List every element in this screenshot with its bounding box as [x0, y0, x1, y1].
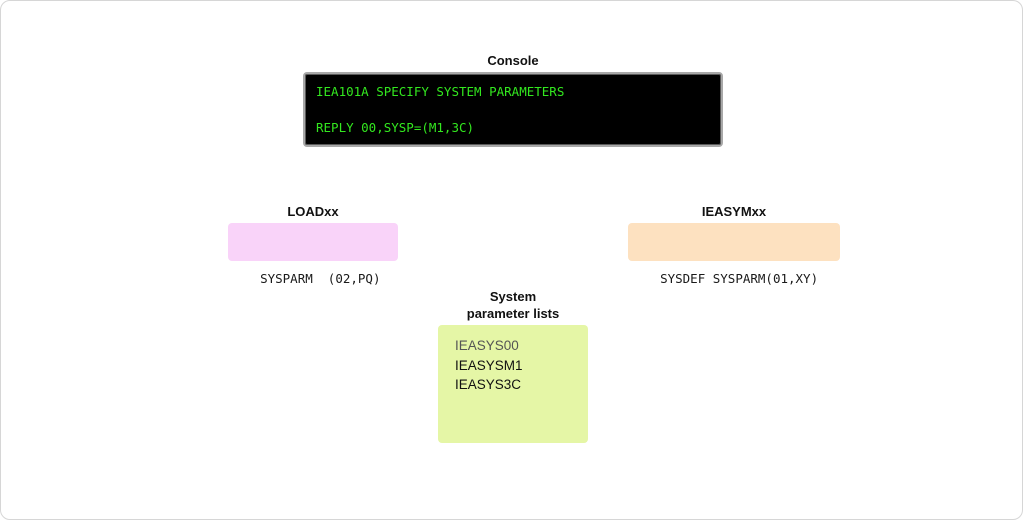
ieasymxx-content: SYSDEF SYSPARM(01,XY): [660, 271, 819, 286]
system-lists-title-line2: parameter lists: [466, 306, 560, 321]
console-screen: IEA101A SPECIFY SYSTEM PARAMETERS REPLY …: [303, 72, 723, 147]
system-lists-box: IEASYS00 IEASYSM1 IEASYS3C: [438, 325, 588, 443]
ieasymxx-box: SYSDEF SYSPARM(01,XY): [628, 223, 840, 286]
console-title: Console: [487, 53, 539, 68]
loadxx-box: SYSPARM (02,PQ): [228, 223, 398, 286]
system-lists-title: System parameter lists: [438, 288, 588, 322]
loadxx-title: LOADxx: [287, 204, 339, 219]
console-line-reply: REPLY 00,SYSP=(M1,3C): [316, 120, 475, 135]
system-list-item: IEASYSM1: [455, 357, 523, 373]
console-line-prompt: IEA101A SPECIFY SYSTEM PARAMETERS: [316, 84, 565, 99]
system-list-item: IEASYS00: [455, 338, 519, 353]
loadxx-content: SYSPARM (02,PQ): [260, 271, 381, 286]
ieasymxx-title: IEASYMxx: [701, 204, 767, 219]
system-list-item: IEASYS3C: [455, 377, 522, 392]
system-lists-title-line1: System: [489, 289, 537, 304]
